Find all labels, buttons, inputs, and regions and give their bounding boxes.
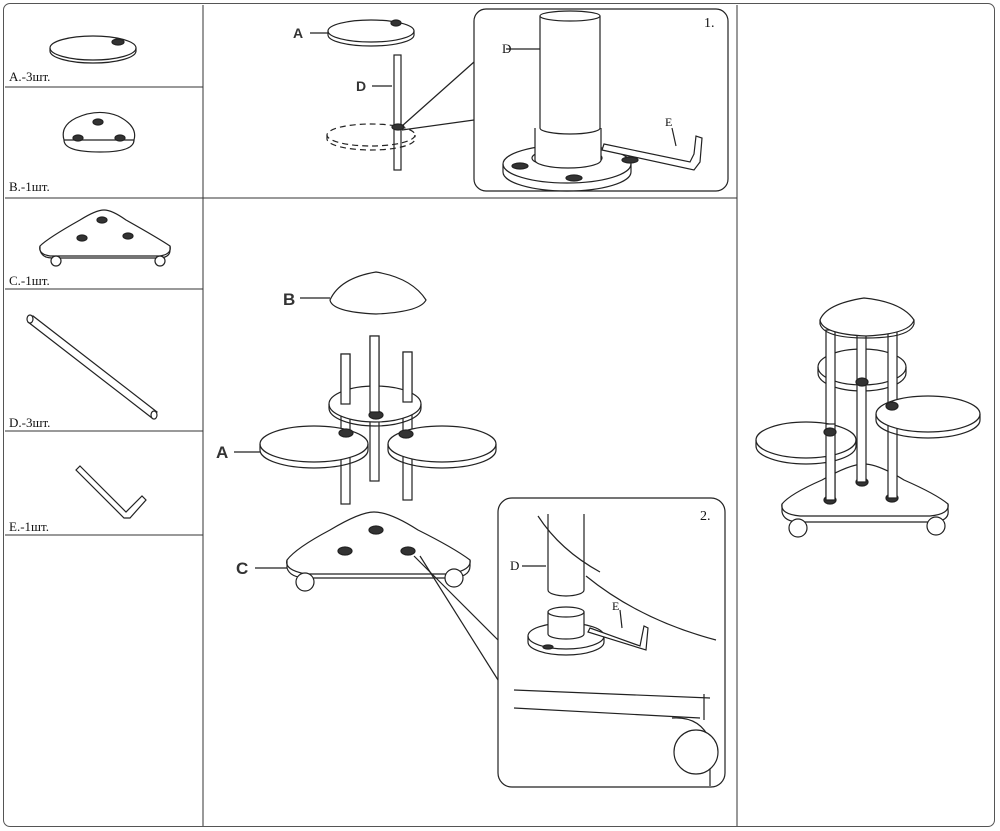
part-a-drawing [49,35,137,64]
part-e-label: E.-1шт. [9,519,49,534]
step1-detail-rod-label: D [502,41,511,56]
assembly-shelf-label: A [216,443,228,462]
step1-detail-drawing [502,10,703,192]
part-d-drawing [26,314,158,420]
step2-rod-label: D [510,558,519,573]
step2-number: 2. [700,509,711,524]
part-e-drawing [75,465,147,519]
step1-detail-key-label: E [665,115,672,129]
main-exploded-assembly [234,271,499,681]
part-c-label: C.-1шт. [9,273,50,288]
layout-dividers [5,5,738,826]
part-c-drawing [39,209,171,267]
part-a-label: A.-3шт. [9,69,50,84]
part-b-label: B.-1шт. [9,179,50,194]
step1-rod-label: D [356,78,366,94]
step1-shelf-label: A [293,25,303,41]
step2-detail-box [497,497,726,788]
part-b-drawing [62,111,136,153]
step1-exploded [310,19,475,171]
step2-key-label: E [612,599,619,613]
assembly-base-label: C [236,559,248,578]
finished-stand-drawing [755,297,981,538]
step2-detail-drawing [513,514,719,786]
assembly-top-label: B [283,290,295,309]
diagram-frame [3,3,995,827]
part-d-label: D.-3шт. [9,415,50,430]
step1-number: 1. [704,16,715,31]
